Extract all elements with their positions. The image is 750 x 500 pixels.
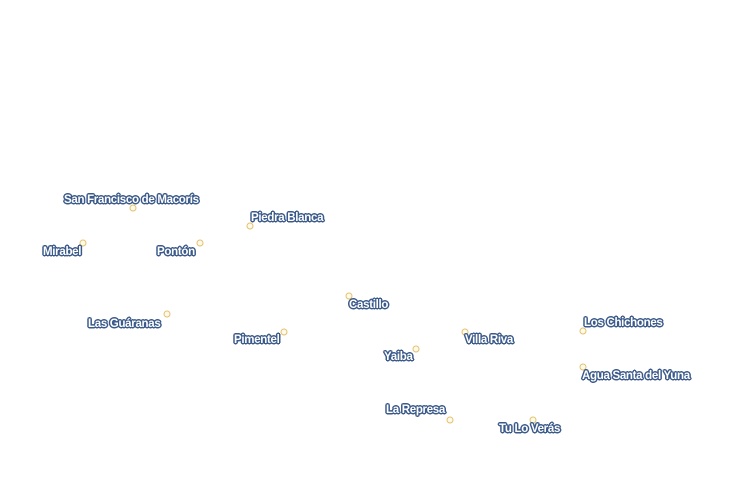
place-marker[interactable]	[163, 310, 171, 318]
place-marker[interactable]	[246, 222, 254, 230]
place-marker[interactable]	[579, 327, 587, 335]
place-label[interactable]: Piedra Blanca	[251, 212, 324, 224]
place-label[interactable]: Pontón	[157, 246, 195, 258]
place-label[interactable]: San Francisco de Macorís	[64, 194, 199, 206]
place-label[interactable]: Villa Riva	[465, 334, 513, 346]
place-marker[interactable]	[196, 239, 204, 247]
place-label[interactable]: Las Guáranas	[88, 318, 161, 330]
place-marker[interactable]	[579, 363, 587, 371]
place-marker[interactable]	[79, 239, 87, 247]
place-marker[interactable]	[446, 416, 454, 424]
place-label[interactable]: Castillo	[349, 299, 389, 311]
place-marker[interactable]	[129, 204, 137, 212]
place-label[interactable]: Los Chichones	[584, 317, 663, 329]
place-marker[interactable]	[461, 328, 469, 336]
place-marker[interactable]	[345, 292, 353, 300]
place-label[interactable]: Agua Santa del Yuna	[582, 370, 690, 382]
place-label[interactable]: Mirabel	[43, 246, 82, 258]
place-marker[interactable]	[529, 416, 537, 424]
place-label[interactable]: La Represa	[386, 404, 446, 416]
place-label[interactable]: Pimentel	[234, 334, 280, 346]
place-marker[interactable]	[412, 345, 420, 353]
place-label[interactable]: Yaiba	[384, 351, 413, 363]
place-marker[interactable]	[280, 328, 288, 336]
place-label[interactable]: Tu Lo Verás	[499, 423, 561, 435]
